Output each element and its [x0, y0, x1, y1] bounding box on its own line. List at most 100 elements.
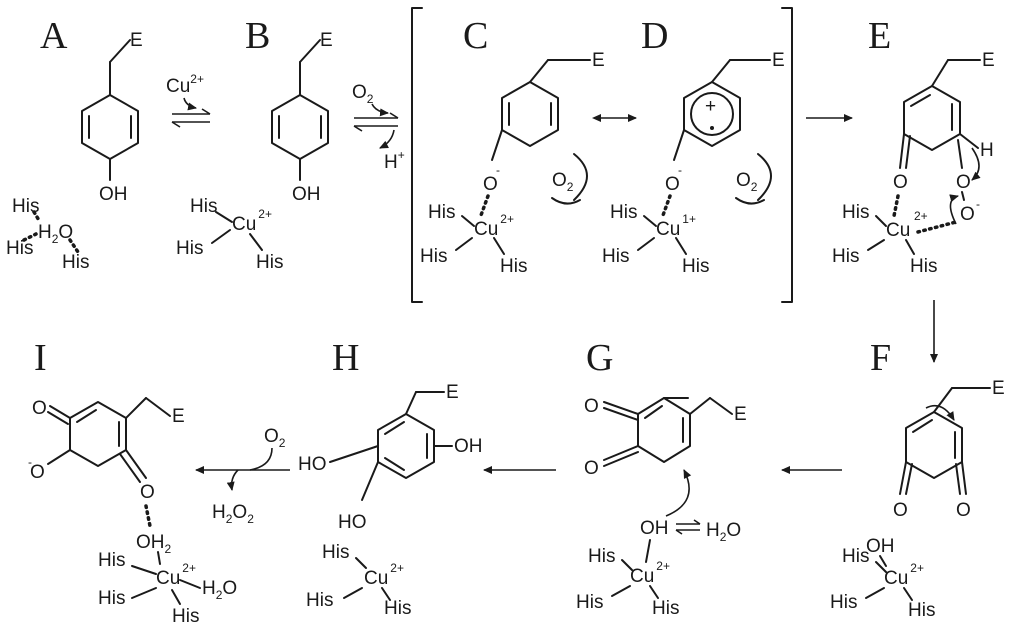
intermediate-bracket	[411, 7, 793, 303]
reagent-o2: O2	[264, 426, 286, 450]
atom-h: H	[980, 140, 994, 161]
his-ligand: His	[62, 252, 89, 273]
dioxygen: O2	[736, 170, 758, 194]
atom-o: O	[960, 204, 975, 225]
atom-ho: HO	[338, 512, 367, 533]
atom-o: O	[956, 172, 971, 193]
atom-e: E	[320, 30, 333, 51]
water-product: H2O	[706, 520, 741, 544]
his-ligand: His	[384, 598, 411, 619]
atom-o: O	[483, 174, 498, 195]
his-ligand: His	[576, 592, 603, 613]
atom-e: E	[172, 406, 185, 427]
charge-minus: -	[28, 455, 32, 469]
his-ligand: His	[910, 256, 937, 277]
dioxygen: O2	[552, 170, 574, 194]
atom-oh: OH	[640, 518, 669, 539]
stage-label-d: D	[641, 15, 668, 57]
atom-o: O	[30, 462, 45, 483]
aqua-ligand: OH2	[136, 532, 172, 556]
reagent-h2o2: H2O2	[212, 502, 254, 526]
his-ligand: His	[830, 592, 857, 613]
atom-ho: HO	[298, 454, 327, 475]
his-ligand: His	[190, 196, 217, 217]
charge-minus: -	[976, 197, 980, 211]
stage-label-h: H	[332, 337, 359, 379]
atom-oh: OH	[292, 184, 321, 205]
his-ligand: His	[256, 252, 283, 273]
equilibrium-a-b: Cu2+	[166, 72, 211, 128]
atom-oh: OH	[866, 536, 895, 557]
his-ligand: His	[428, 202, 455, 223]
structure-a-copper-site: His His His H2O	[6, 196, 89, 273]
structure-b-tyrosine: E OH	[271, 30, 333, 205]
atom-e: E	[592, 50, 605, 71]
atom-o: O	[584, 396, 599, 417]
his-ligand: His	[588, 546, 615, 567]
atom-o: O	[32, 398, 47, 419]
his-ligand: His	[842, 202, 869, 223]
atom-e: E	[130, 30, 143, 51]
his-ligand: His	[908, 600, 935, 621]
his-ligand: His	[832, 246, 859, 267]
his-ligand: His	[610, 202, 637, 223]
stage-label-b: B	[245, 15, 270, 57]
charge-minus: -	[496, 163, 500, 177]
water-ligand: H2O	[202, 578, 237, 602]
reagent-proton: H+	[384, 148, 405, 173]
his-ligand: His	[652, 598, 679, 619]
atom-e: E	[446, 382, 459, 403]
structure-a-tyrosine: E OH	[81, 30, 143, 205]
his-ligand: His	[6, 238, 33, 259]
stage-label-g: G	[586, 337, 613, 379]
his-ligand: His	[306, 590, 333, 611]
charge-minus: -	[678, 163, 682, 177]
copper-center: Cu	[886, 220, 910, 241]
his-ligand: His	[602, 246, 629, 267]
stage-label-c: C	[463, 15, 488, 57]
water-ligand: H2O	[38, 222, 73, 246]
atom-o: O	[584, 458, 599, 479]
his-ligand: His	[322, 542, 349, 563]
atom-o: O	[665, 174, 680, 195]
atom-e: E	[772, 50, 785, 71]
atom-o: O	[893, 172, 908, 193]
atom-o: O	[140, 482, 155, 503]
his-ligand: His	[842, 546, 869, 567]
radical-plus: +	[705, 96, 716, 117]
his-ligand: His	[172, 606, 199, 624]
his-ligand: His	[682, 256, 709, 277]
atom-o: O	[956, 500, 971, 521]
atom-oh: OH	[99, 184, 128, 205]
stage-label-e: E	[868, 15, 891, 57]
reagent-cu: Cu2+	[166, 72, 204, 97]
oxidation-h-i: O2 H2O2	[195, 426, 290, 526]
structure-e-peroxide-adduct: E O H O O - Cu 2+ His His His	[832, 50, 995, 277]
atom-o: O	[893, 500, 908, 521]
charge-cu2: 2+	[914, 209, 928, 223]
atom-oh: OH	[454, 436, 483, 457]
atom-e: E	[992, 378, 1005, 399]
his-ligand: His	[98, 550, 125, 571]
his-ligand: His	[500, 256, 527, 277]
stage-label-i: I	[34, 337, 47, 379]
equilibrium-b-c: O2 H+	[352, 82, 405, 173]
his-ligand: His	[420, 246, 447, 267]
his-ligand: His	[176, 238, 203, 259]
reagent-o2: O2	[352, 82, 374, 106]
atom-e: E	[734, 404, 747, 425]
stage-label-a: A	[40, 15, 68, 57]
